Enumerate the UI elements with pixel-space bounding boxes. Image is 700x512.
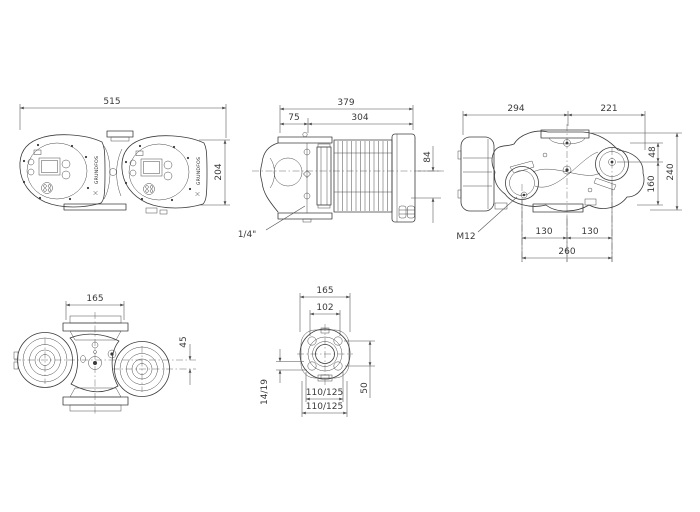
label-drain-plug: 1/4"	[238, 205, 306, 240]
view-pump-side: 379 75 304 84 1/4"	[238, 98, 444, 240]
view-twin-pump-rear: 294 221 48 160 240 130	[456, 104, 682, 262]
port-flange-bottom	[62, 396, 129, 406]
motor-end-cap	[460, 136, 495, 212]
dim-14-19: 14/19	[260, 349, 307, 405]
svg-text:515: 515	[103, 97, 120, 107]
svg-text:160: 160	[647, 175, 657, 192]
view-twin-volute-top: 165 45	[13, 294, 196, 415]
dim-110-125-lower: 110/125	[301, 381, 348, 417]
dim-160: 160	[637, 161, 663, 206]
dim-165-top-view: 165	[65, 294, 125, 320]
grundfos-logo-text-left: GRUNDFOS	[94, 156, 100, 184]
view-flange-face: 165 102 14/19 50 110/125	[260, 286, 375, 417]
grundfos-logo-text-right: GRUNDFOS	[196, 157, 202, 185]
svg-text:240: 240	[666, 163, 676, 180]
svg-text:1/4": 1/4"	[238, 230, 257, 240]
dim-379: 379	[279, 98, 414, 133]
cable-gland	[398, 205, 407, 219]
svg-text:379: 379	[337, 98, 354, 108]
dim-165-flange: 165	[299, 286, 351, 332]
svg-text:48: 48	[648, 146, 658, 158]
dim-515: 515	[19, 97, 227, 138]
dim-240: 240	[591, 132, 682, 211]
svg-text:110/125: 110/125	[306, 402, 343, 412]
dim-75-304: 75 304	[279, 113, 414, 133]
svg-text:14/19: 14/19	[260, 379, 270, 405]
svg-text:130: 130	[581, 227, 598, 237]
bottom-port-flange	[63, 203, 127, 211]
svg-text:294: 294	[507, 104, 524, 114]
control-box	[391, 133, 416, 223]
motor-stator-fins	[333, 139, 393, 213]
svg-text:50: 50	[360, 382, 370, 394]
svg-text:M12: M12	[456, 232, 475, 242]
dim-294-221: 294 221	[462, 104, 646, 150]
bolt-holes	[307, 336, 343, 371]
svg-text:102: 102	[316, 303, 333, 313]
svg-text:75: 75	[288, 113, 299, 123]
svg-text:110/125: 110/125	[306, 388, 343, 398]
svg-text:45: 45	[179, 336, 189, 347]
dim-130-130-260: 130 130 260	[521, 182, 613, 262]
top-port-flange	[106, 130, 134, 138]
view-twin-pump-control-side: GRUNDFOS GRUNDFOS 515 204	[19, 97, 230, 215]
dim-45: 45	[179, 336, 192, 385]
svg-text:221: 221	[600, 104, 617, 114]
svg-text:84: 84	[423, 151, 433, 163]
dim-110-125-upper: 110/125	[305, 372, 344, 402]
dim-84: 84	[411, 146, 441, 223]
pump-neck-right	[114, 341, 170, 397]
dim-50: 50	[344, 340, 375, 398]
top-port-flange	[540, 129, 590, 139]
svg-text:130: 130	[535, 227, 552, 237]
label-m12-bolt: M12	[456, 196, 518, 242]
svg-text:165: 165	[316, 286, 333, 296]
bottom-port-flange	[532, 203, 584, 213]
svg-text:165: 165	[86, 294, 103, 304]
pump-neck-left	[13, 332, 73, 388]
port-flange-top	[62, 322, 129, 332]
svg-text:304: 304	[351, 113, 368, 123]
dim-102: 102	[309, 303, 341, 336]
cable-gland	[407, 205, 415, 219]
dim-204: 204	[199, 139, 230, 206]
dim-48: 48	[617, 142, 663, 163]
svg-text:204: 204	[214, 163, 224, 180]
svg-text:260: 260	[558, 247, 575, 257]
clamp-band	[316, 146, 332, 206]
